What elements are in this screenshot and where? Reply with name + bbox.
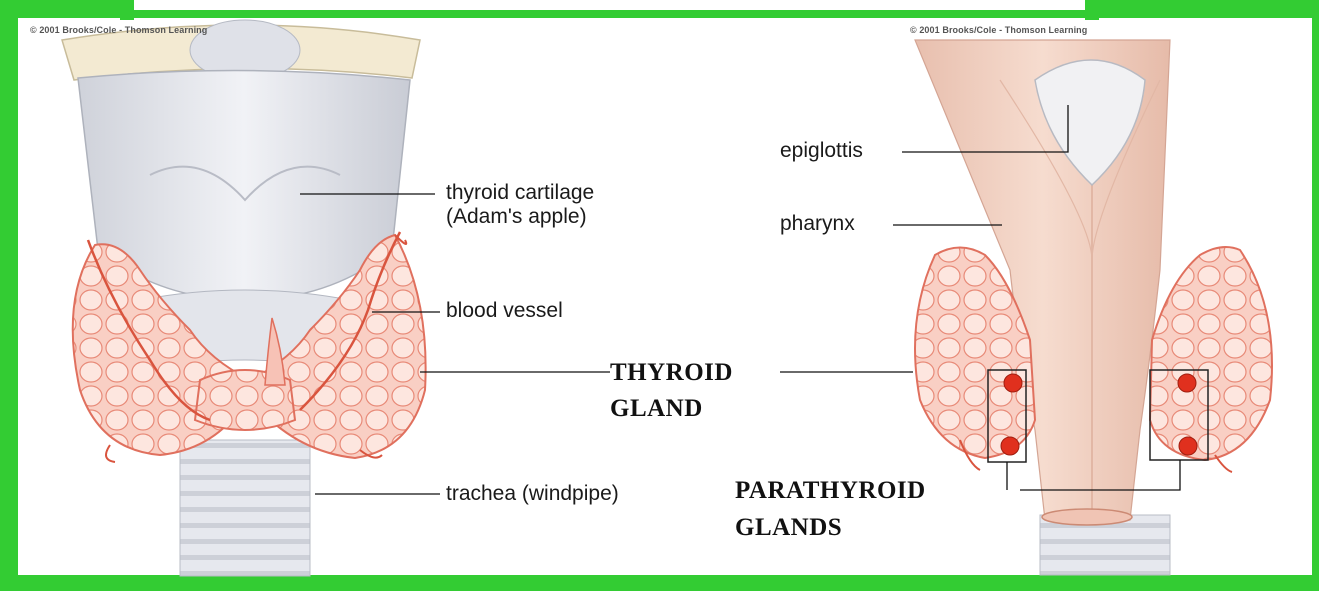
label-thyroid-gland-line2: GLAND (610, 394, 703, 424)
parathyroid-gland-2 (1001, 437, 1019, 455)
label-blood-vessel: blood vessel (446, 300, 563, 322)
parathyroid-gland-1 (1004, 374, 1022, 392)
label-parathyroid-line2: GLANDS (735, 513, 842, 543)
label-epiglottis: epiglottis (780, 140, 863, 162)
right-figure (915, 40, 1272, 575)
trachea-shape (180, 440, 310, 576)
label-thyroid-cartilage: thyroid cartilage (446, 182, 594, 204)
thyroid-lobe-posterior-right (1150, 247, 1272, 460)
parathyroid-gland-4 (1179, 437, 1197, 455)
copyright-left: © 2001 Brooks/Cole - Thomson Learning (30, 25, 207, 35)
label-pharynx: pharynx (780, 213, 855, 235)
label-thyroid-gland-line1: THYROID (610, 358, 733, 388)
copyright-right: © 2001 Brooks/Cole - Thomson Learning (910, 25, 1087, 35)
parathyroid-gland-3 (1178, 374, 1196, 392)
label-trachea: trachea (windpipe) (446, 483, 619, 505)
label-adams-apple: (Adam's apple) (446, 206, 587, 228)
left-figure (62, 20, 426, 576)
label-parathyroid-line1: PARATHYROID (735, 476, 926, 506)
